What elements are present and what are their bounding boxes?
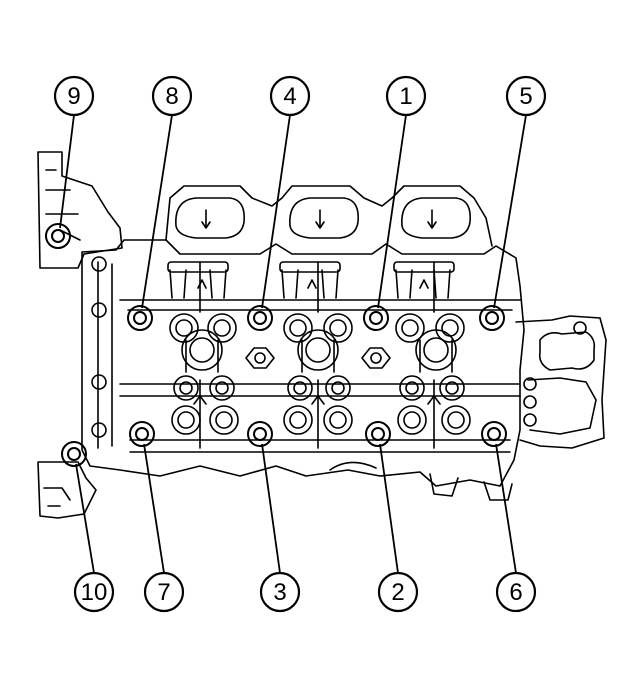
callout-4: 4 bbox=[269, 75, 311, 117]
callout-label: 2 bbox=[391, 579, 404, 606]
callout-3: 3 bbox=[259, 571, 301, 613]
leader-lines bbox=[59, 114, 527, 574]
callout-6: 6 bbox=[495, 571, 537, 613]
callout-8: 8 bbox=[151, 75, 193, 117]
callout-9: 9 bbox=[53, 75, 95, 117]
callout-label: 6 bbox=[509, 579, 522, 606]
callout-label: 7 bbox=[157, 579, 170, 606]
callout-label: 8 bbox=[165, 83, 178, 110]
callout-5: 5 bbox=[505, 75, 547, 117]
callout-1: 1 bbox=[385, 75, 427, 117]
callout-10: 10 bbox=[73, 571, 115, 613]
callout-label: 1 bbox=[399, 83, 412, 110]
callout-7: 7 bbox=[143, 571, 185, 613]
callout-label: 4 bbox=[283, 83, 296, 110]
callout-2: 2 bbox=[377, 571, 419, 613]
callout-label: 9 bbox=[67, 83, 80, 110]
callout-label: 5 bbox=[519, 83, 532, 110]
callout-label: 3 bbox=[273, 579, 286, 606]
callout-label: 10 bbox=[81, 579, 108, 606]
cylinder-head-drawing bbox=[37, 151, 607, 519]
